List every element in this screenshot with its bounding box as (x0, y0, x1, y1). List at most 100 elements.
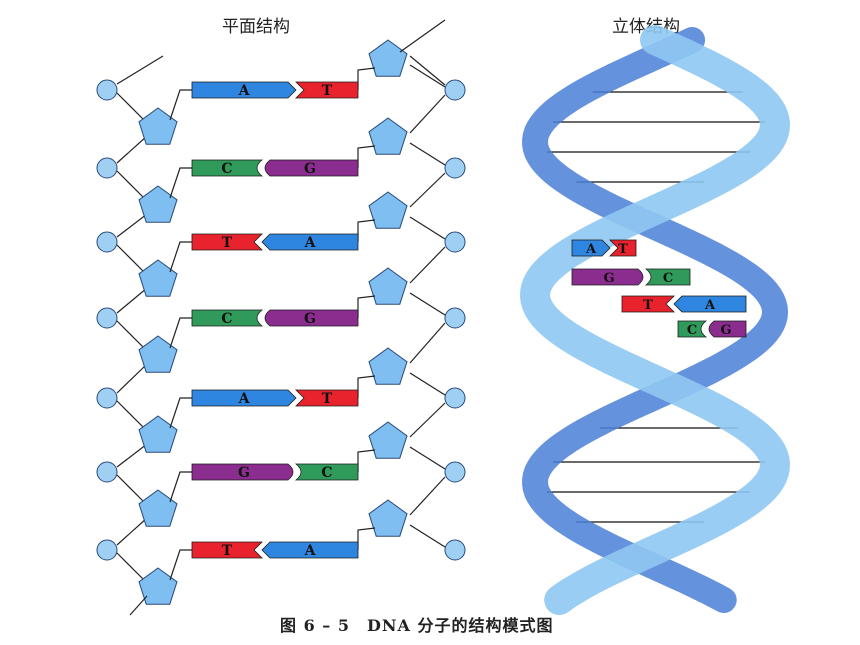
phosphate-right (444, 307, 466, 329)
phosphate-right (444, 539, 466, 561)
base-T (295, 389, 359, 407)
base-label: G (304, 311, 316, 327)
phosphate-left (96, 79, 118, 101)
glycosidic-bond (169, 317, 192, 349)
base-A (673, 295, 747, 313)
base-G (191, 463, 294, 481)
backbone-bond (116, 517, 148, 546)
base-label: T (643, 298, 653, 313)
deoxyribose-right (368, 421, 408, 459)
base-label: A (238, 83, 251, 99)
glycosidic-bond (169, 549, 192, 581)
backbone-bond (409, 142, 446, 166)
backbone-bond (116, 474, 148, 506)
phosphate-right (444, 461, 466, 483)
backbone-bond (409, 172, 446, 208)
base-label: C (663, 271, 673, 286)
phosphate-left (96, 157, 118, 179)
base-A (261, 541, 359, 559)
deoxyribose-left (138, 185, 178, 223)
backbone-bond (409, 446, 446, 470)
backbone-bond (409, 524, 446, 548)
base-label: T (322, 391, 333, 407)
glycosidic-bond (169, 89, 192, 121)
deoxyribose-right (368, 39, 408, 77)
deoxyribose-right (368, 499, 408, 537)
glycosidic-bond (357, 375, 376, 398)
base-T (621, 295, 675, 313)
base-C (677, 320, 708, 338)
base-G (264, 309, 359, 327)
base-T (191, 541, 263, 559)
deoxyribose-left (138, 415, 178, 453)
glycosidic-bond (357, 527, 376, 550)
strand-end (399, 19, 446, 53)
phosphate-right (444, 231, 466, 253)
phosphate-left (96, 231, 118, 253)
glycosidic-bond (357, 449, 376, 472)
deoxyribose-right (368, 267, 408, 305)
glycosidic-bond (169, 397, 192, 429)
phosphate-left (96, 539, 118, 561)
base-C (294, 463, 359, 481)
base-G (264, 159, 359, 177)
base-T (295, 81, 359, 99)
backbone-bond (409, 476, 446, 516)
base-A (571, 239, 611, 257)
phosphate-right (444, 157, 466, 179)
backbone-bond (409, 94, 446, 134)
backbone-bond (409, 402, 446, 438)
base-C (191, 309, 264, 327)
base-label: C (687, 323, 697, 338)
base-label: C (221, 161, 232, 177)
backbone-bond (116, 135, 148, 164)
backbone-bond (116, 552, 148, 584)
backbone-bond (116, 400, 148, 432)
phosphate-right (444, 79, 466, 101)
backbone-bond (116, 244, 148, 276)
phosphate-left (96, 307, 118, 329)
base-label: A (585, 242, 597, 257)
deoxyribose-right (368, 347, 408, 385)
backbone-bond (116, 320, 148, 352)
glycosidic-bond (357, 219, 376, 242)
base-T (609, 239, 637, 257)
planar-structure-title: 平面结构 (222, 17, 290, 37)
base-A (191, 81, 297, 99)
base-label: T (222, 543, 233, 559)
glycosidic-bond (169, 241, 192, 273)
glycosidic-bond (357, 145, 376, 168)
backbone-bond (116, 443, 148, 468)
base-C (191, 159, 264, 177)
backbone-bond (409, 372, 446, 396)
base-label: C (321, 465, 332, 481)
base-label: G (238, 465, 250, 481)
base-label: A (304, 543, 317, 559)
deoxyribose-left (138, 107, 178, 145)
backbone-bond (116, 363, 148, 394)
backbone-bond (409, 64, 446, 88)
glycosidic-bond (357, 295, 376, 318)
figure-caption: 图 6 – 5 DNA 分子的结构模式图 (280, 616, 554, 635)
base-label: C (221, 311, 232, 327)
base-A (191, 389, 297, 407)
backbone-bond (116, 92, 148, 124)
base-G (571, 268, 644, 286)
base-label: T (618, 242, 628, 257)
base-label: T (322, 83, 333, 99)
backbone-bond (116, 170, 148, 202)
deoxyribose-left (138, 335, 178, 373)
glycosidic-bond (169, 167, 192, 199)
helix-strand-back (522, 27, 789, 613)
phosphate-left (96, 387, 118, 409)
